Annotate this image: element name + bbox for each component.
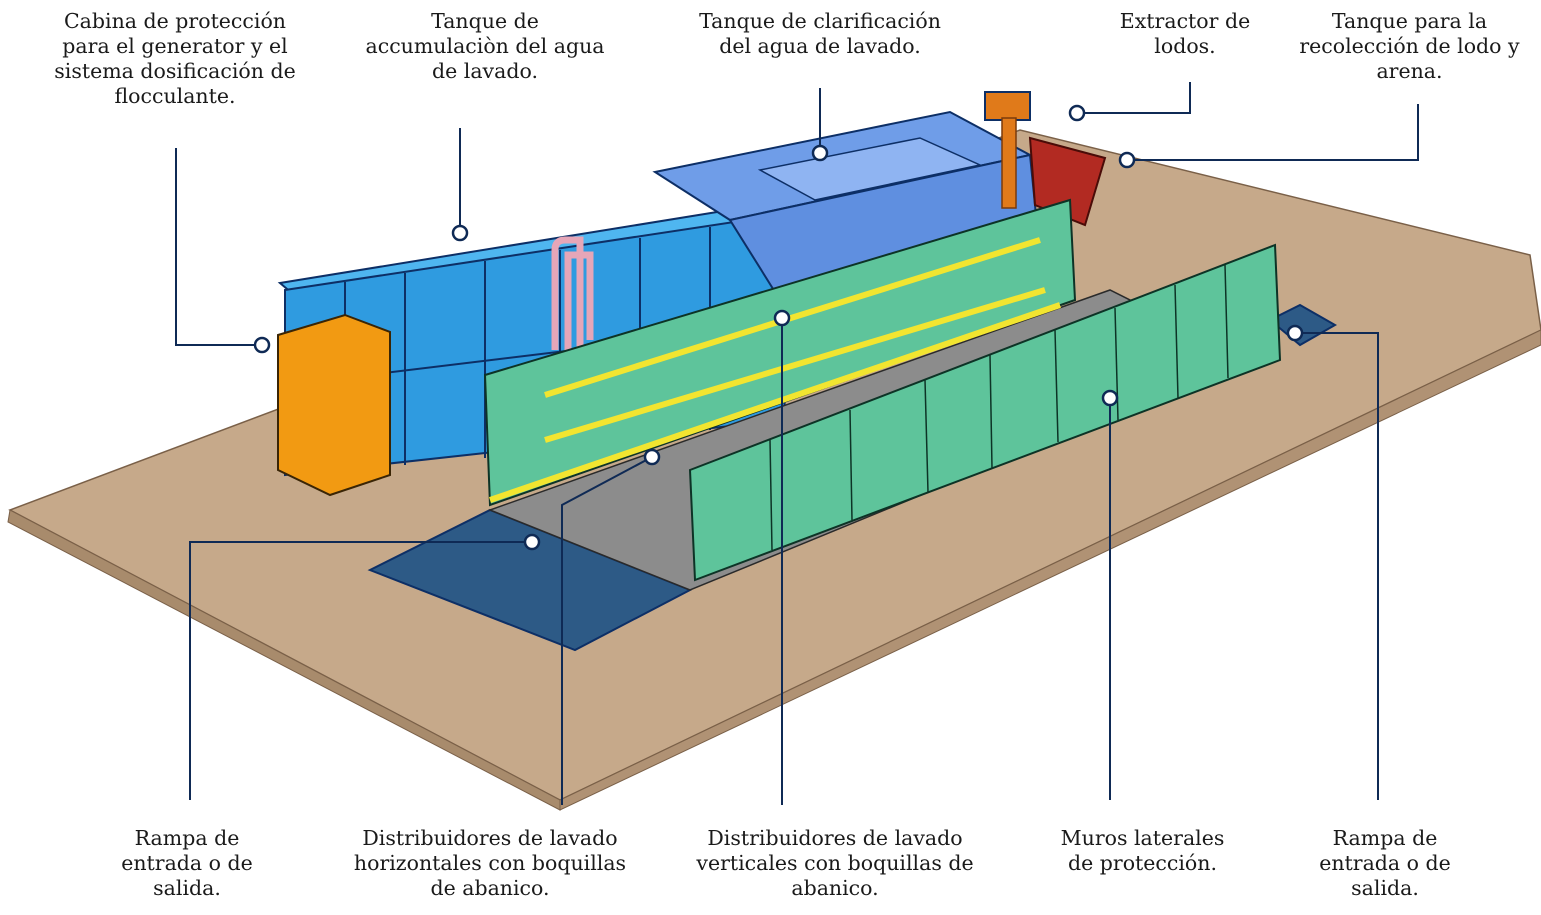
- leader-endpoint-circle: [1286, 324, 1304, 342]
- label-protection-cabinet: Cabina de protección para el generator y…: [54, 9, 296, 108]
- label-clarification-tank: Tanque de clarificación del agua de lava…: [699, 9, 941, 58]
- label-side-walls: Muros laterales de protección.: [1060, 826, 1225, 875]
- leader-lines: [175, 82, 1419, 805]
- floor-edge-right: [559, 329, 1541, 811]
- protection-cabinet: [277, 313, 391, 497]
- sludge-extractor: [984, 91, 1031, 121]
- yellow-rails: [489, 237, 1061, 503]
- label-accumulation-tank: Tanque de accumulaciòn del agua de lavad…: [365, 9, 605, 83]
- sludge-container: [1028, 136, 1107, 227]
- extractor-pipe: [1001, 117, 1017, 209]
- label-horizontal-distributors: Distribuidores de lavado horizontales co…: [353, 826, 627, 900]
- leader-endpoint-circle: [773, 309, 791, 327]
- leader-endpoint-circle: [451, 224, 469, 242]
- leader-endpoint-circle: [1118, 151, 1136, 169]
- label-ramp-left: Rampa de entrada o de salida.: [121, 826, 253, 900]
- label-sludge-collection-tank: Tanque para la recolección de lodo y are…: [1299, 9, 1520, 83]
- leader-endpoint-circle: [643, 448, 661, 466]
- leader-endpoint-circle: [1101, 389, 1119, 407]
- clarifier-water: [757, 137, 983, 201]
- leader-endpoint-circle: [253, 336, 271, 354]
- leader-endpoint-circle: [1068, 104, 1086, 122]
- front-side-wall: [688, 243, 1282, 582]
- pink-pipes: [551, 236, 594, 352]
- wall-panel-joints: [769, 264, 1229, 551]
- label-sludge-extractor: Extractor de lodos.: [1119, 9, 1251, 58]
- leader-endpoint-circle: [811, 144, 829, 162]
- leader-endpoint-circle: [523, 533, 541, 551]
- label-ramp-right: Rampa de entrada o de salida.: [1319, 826, 1451, 900]
- label-vertical-distributors: Distribuidores de lavado verticales con …: [696, 826, 974, 900]
